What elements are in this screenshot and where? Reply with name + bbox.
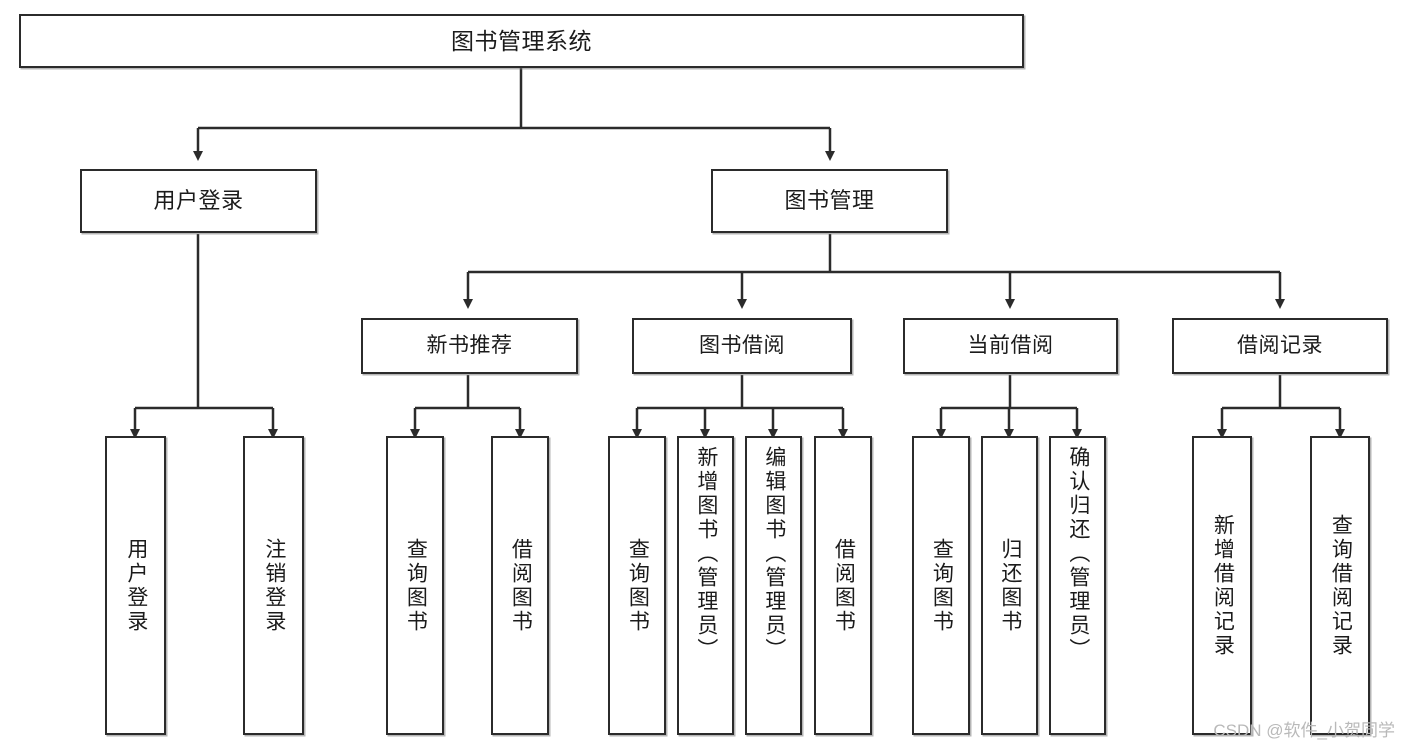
node-label: 图书管理 xyxy=(784,188,875,214)
leaf-query-borrow-record[interactable]: 查询借阅记录 xyxy=(1310,436,1370,735)
node-label: 当前借阅 xyxy=(967,333,1054,357)
node-new-book-recommend[interactable]: 新书推荐 xyxy=(361,318,578,374)
leaf-confirm-return[interactable]: 确认归还（管理员） xyxy=(1049,436,1106,735)
node-label: 用户登录 xyxy=(124,537,148,634)
node-label: 新增借阅记录 xyxy=(1211,513,1235,658)
node-label: 借阅图书 xyxy=(509,537,533,634)
leaf-query-book-recommend[interactable]: 查询图书 xyxy=(386,436,444,735)
node-label: 新增图书（管理员） xyxy=(694,446,718,662)
node-label: 注销登录 xyxy=(262,537,286,634)
node-label: 图书借阅 xyxy=(699,333,785,357)
leaf-query-book-borrow[interactable]: 查询图书 xyxy=(608,436,666,735)
node-label: 用户登录 xyxy=(153,188,244,214)
node-book-management[interactable]: 图书管理 xyxy=(711,169,948,233)
leaf-user-login[interactable]: 用户登录 xyxy=(105,436,166,735)
node-label: 查询图书 xyxy=(930,537,954,634)
leaf-borrow-book-borrow[interactable]: 借阅图书 xyxy=(814,436,872,735)
node-label: 查询图书 xyxy=(404,537,428,634)
leaf-query-book-current[interactable]: 查询图书 xyxy=(912,436,970,735)
leaf-edit-book[interactable]: 编辑图书（管理员） xyxy=(745,436,802,735)
node-label: 借阅记录 xyxy=(1237,333,1323,357)
node-borrow-record[interactable]: 借阅记录 xyxy=(1172,318,1388,374)
watermark-text: CSDN @软件_小贺同学 xyxy=(1213,721,1395,740)
node-label: 新书推荐 xyxy=(426,333,513,357)
node-label: 确认归还（管理员） xyxy=(1066,446,1090,662)
leaf-return-book[interactable]: 归还图书 xyxy=(981,436,1038,735)
node-label: 查询图书 xyxy=(626,537,650,634)
leaf-logout-login[interactable]: 注销登录 xyxy=(243,436,304,735)
node-book-borrow[interactable]: 图书借阅 xyxy=(632,318,852,374)
node-label: 借阅图书 xyxy=(832,537,856,634)
node-root-book-management-system[interactable]: 图书管理系统 xyxy=(19,14,1024,68)
node-label: 编辑图书（管理员） xyxy=(762,446,786,662)
node-current-borrow[interactable]: 当前借阅 xyxy=(903,318,1118,374)
node-label: 查询借阅记录 xyxy=(1329,513,1353,658)
node-user-login[interactable]: 用户登录 xyxy=(80,169,317,233)
leaf-add-book[interactable]: 新增图书（管理员） xyxy=(677,436,734,735)
node-label: 图书管理系统 xyxy=(451,27,592,54)
node-label: 归还图书 xyxy=(998,537,1022,634)
leaf-borrow-book-recommend[interactable]: 借阅图书 xyxy=(491,436,549,735)
leaf-add-borrow-record[interactable]: 新增借阅记录 xyxy=(1192,436,1252,735)
